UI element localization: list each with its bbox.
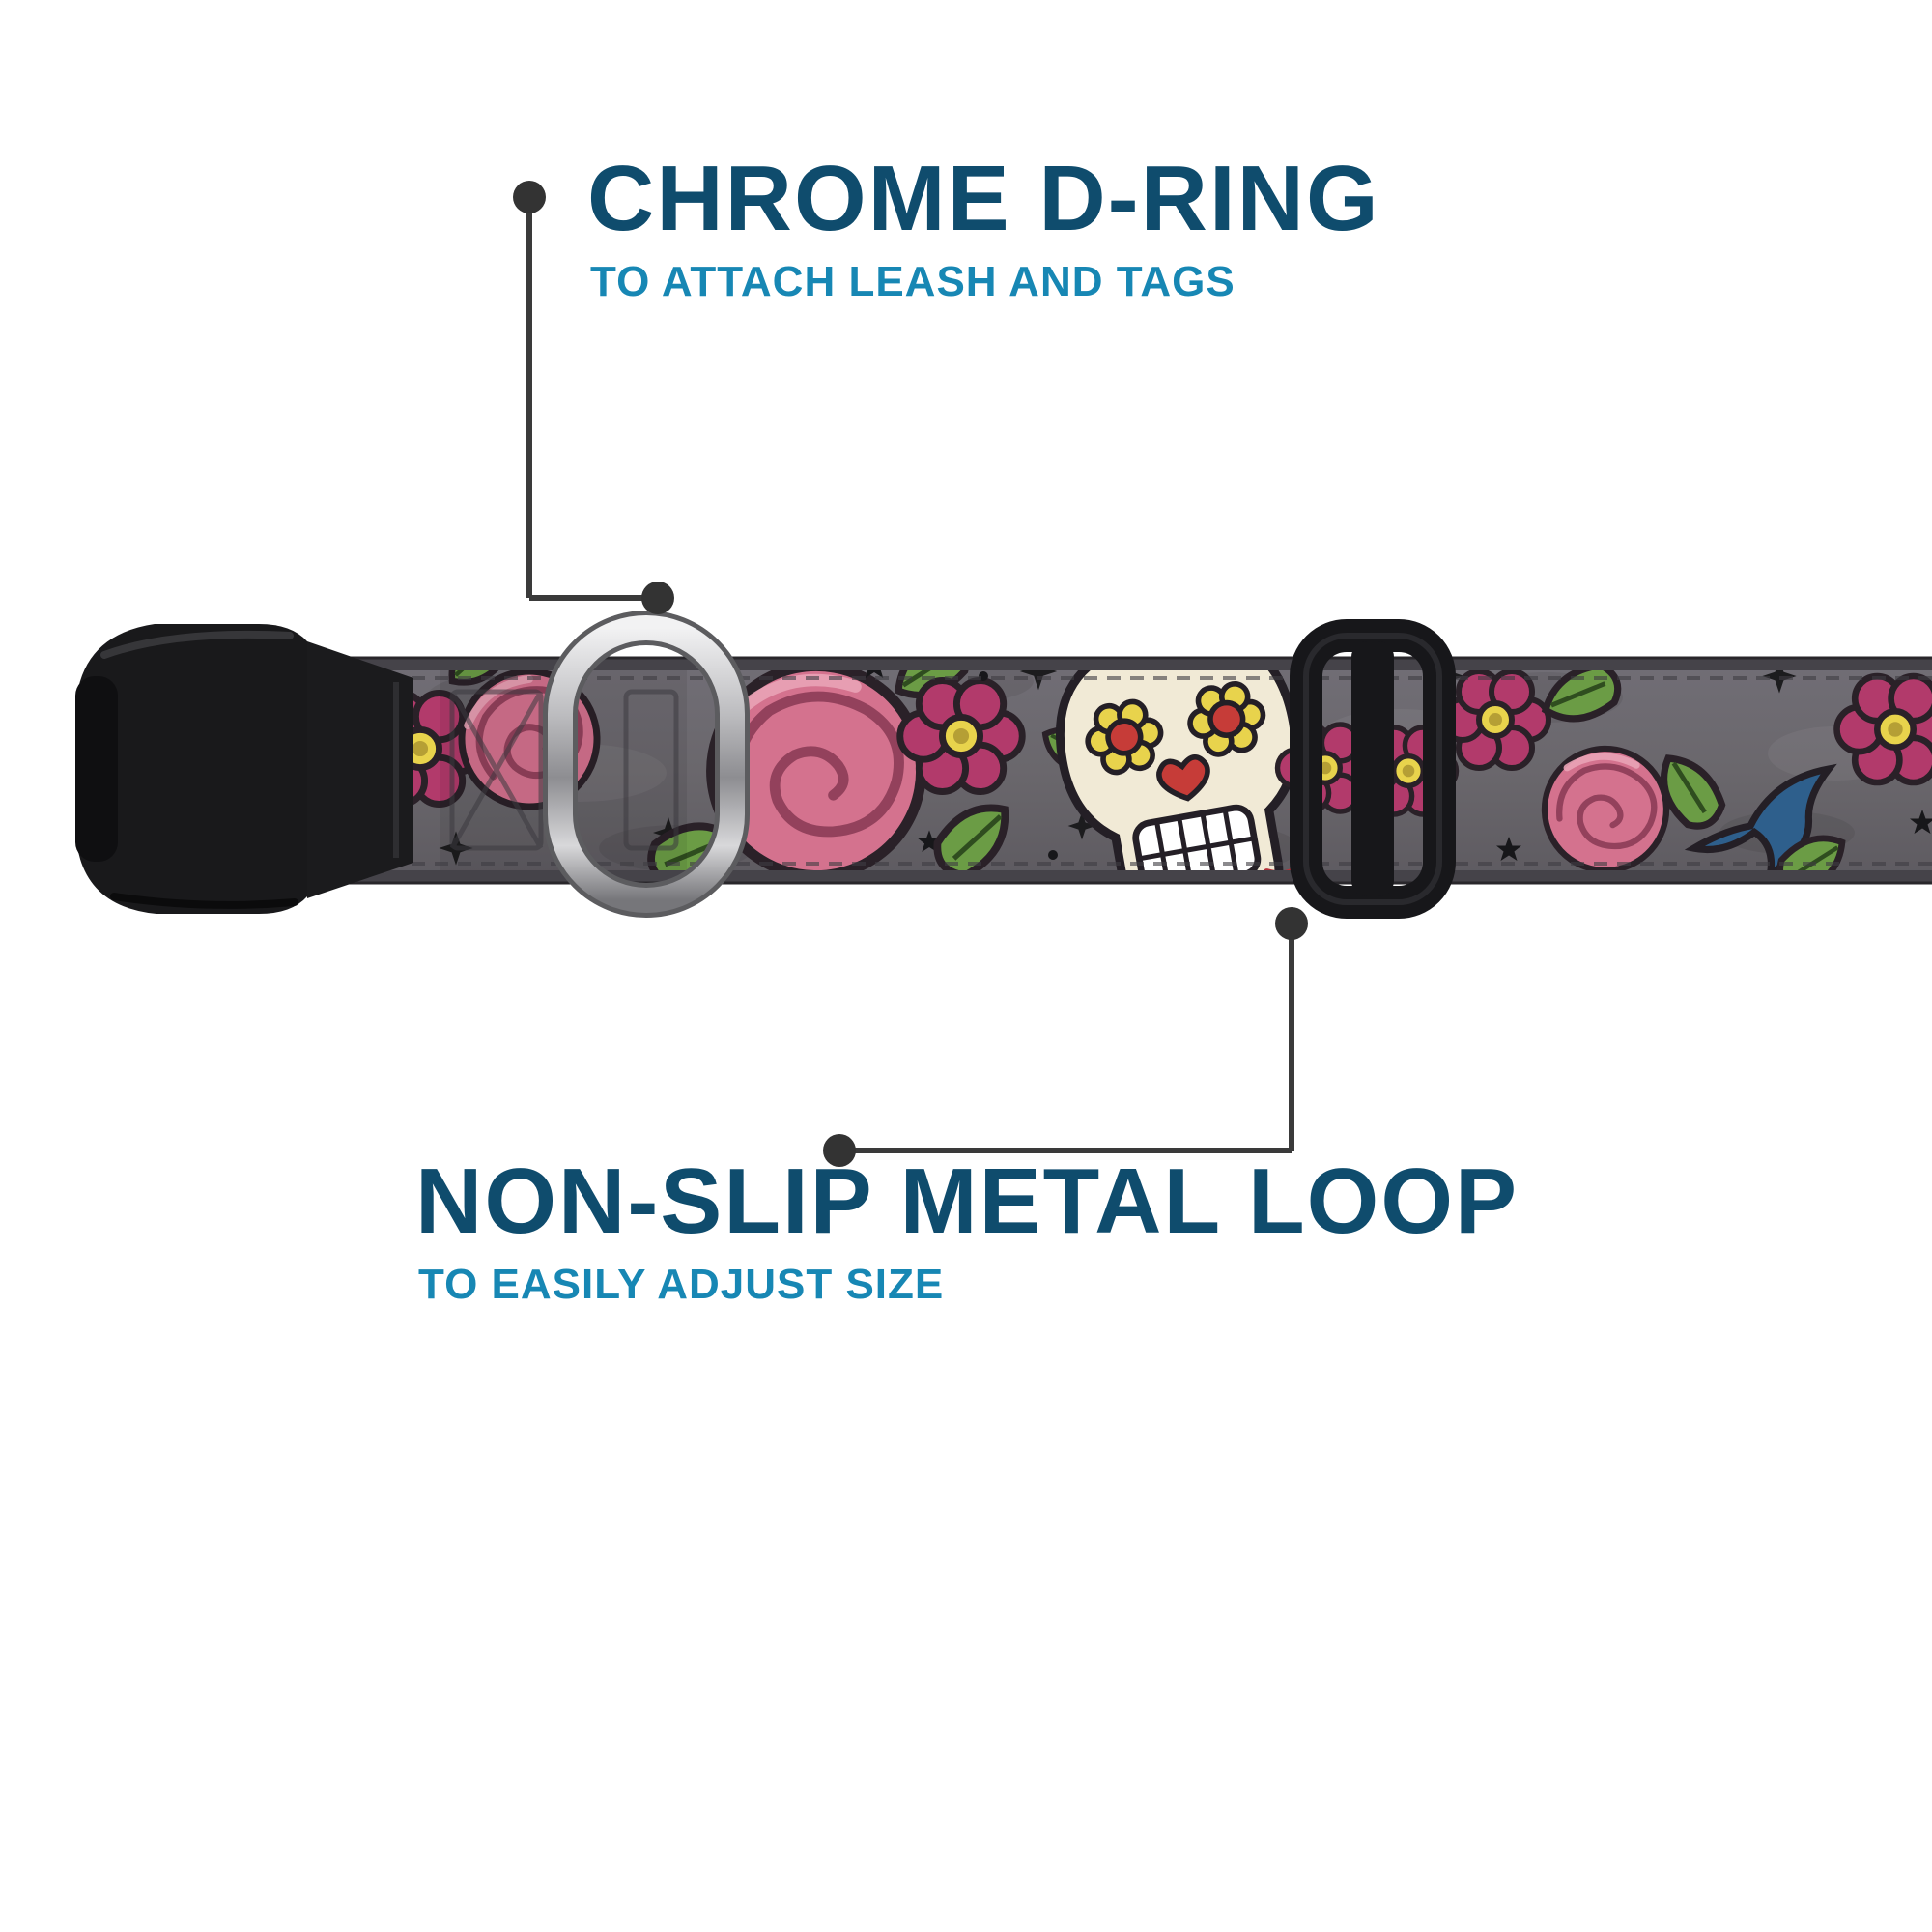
callout-metal-loop: NON-SLIP METAL LOOP TO EASILY ADJUST SIZ… <box>415 1155 1519 1306</box>
callout-dot-title-loop <box>823 1134 856 1167</box>
patterned-webbing <box>319 656 1932 885</box>
callout-dot-dring <box>641 582 674 614</box>
tri-glide-slider <box>1290 619 1456 919</box>
metal-loop-title: NON-SLIP METAL LOOP <box>415 1150 1520 1253</box>
metal-loop-subtitle: TO EASILY ADJUST SIZE <box>418 1261 945 1308</box>
side-release-buckle <box>75 624 413 914</box>
d-ring-title: CHROME D-RING <box>587 147 1380 250</box>
d-ring-subtitle: TO ATTACH LEASH AND TAGS <box>590 258 1236 305</box>
callout-dot-slider <box>1275 907 1308 940</box>
callout-lines <box>513 181 1308 1167</box>
callout-dot-title-dring <box>513 181 546 213</box>
chrome-d-ring <box>543 611 750 918</box>
callout-d-ring: CHROME D-RING TO ATTACH LEASH AND TAGS <box>587 153 1380 303</box>
